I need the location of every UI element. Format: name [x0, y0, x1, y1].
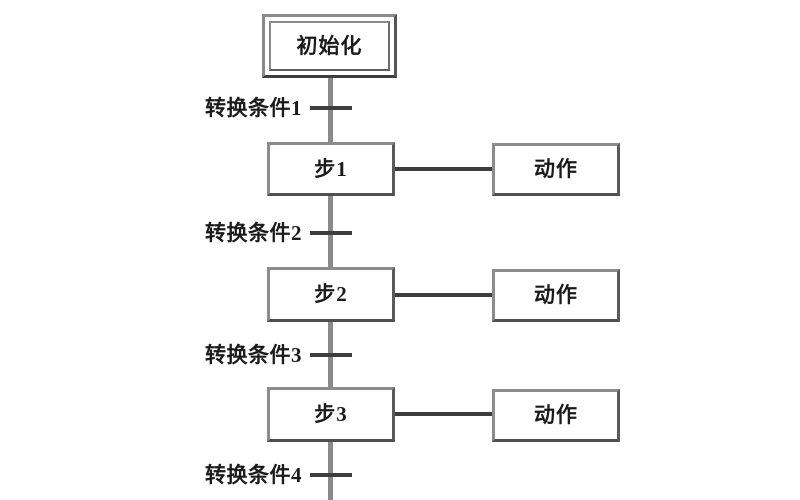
- connector-step1-action: [395, 167, 492, 171]
- trunk-line-init-to-step1: [328, 78, 333, 142]
- connector-step2-action: [395, 293, 492, 297]
- action-label-2: 动作: [534, 283, 578, 307]
- connector-step3-action: [395, 412, 492, 416]
- action-label-3: 动作: [534, 403, 578, 427]
- step-box-2[interactable]: 步2: [267, 267, 395, 322]
- initial-step-box[interactable]: 初始化: [262, 14, 397, 78]
- action-label-1: 动作: [534, 157, 578, 181]
- transition-tick-3: [310, 353, 352, 357]
- transition-label-3: 转换条件3: [205, 343, 302, 367]
- transition-tick-2: [310, 231, 352, 235]
- action-box-3[interactable]: 动作: [492, 389, 620, 442]
- step-box-3[interactable]: 步3: [267, 387, 395, 442]
- initial-step-inner-box: 初始化: [269, 21, 390, 71]
- transition-tick-4: [310, 473, 352, 477]
- transition-label-2: 转换条件2: [205, 221, 302, 245]
- transition-label-1: 转换条件1: [205, 96, 302, 120]
- transition-label-4: 转换条件4: [205, 463, 302, 487]
- trunk-line-step3-to-end: [328, 442, 333, 500]
- transition-tick-1: [310, 106, 352, 110]
- step-label-3: 步3: [314, 402, 348, 426]
- step-label-1: 步1: [314, 156, 348, 181]
- step-label-2: 步2: [314, 282, 348, 306]
- action-box-1[interactable]: 动作: [492, 143, 620, 196]
- initial-step-label: 初始化: [296, 33, 363, 58]
- step-box-1[interactable]: 步1: [267, 142, 395, 196]
- action-box-2[interactable]: 动作: [492, 269, 620, 322]
